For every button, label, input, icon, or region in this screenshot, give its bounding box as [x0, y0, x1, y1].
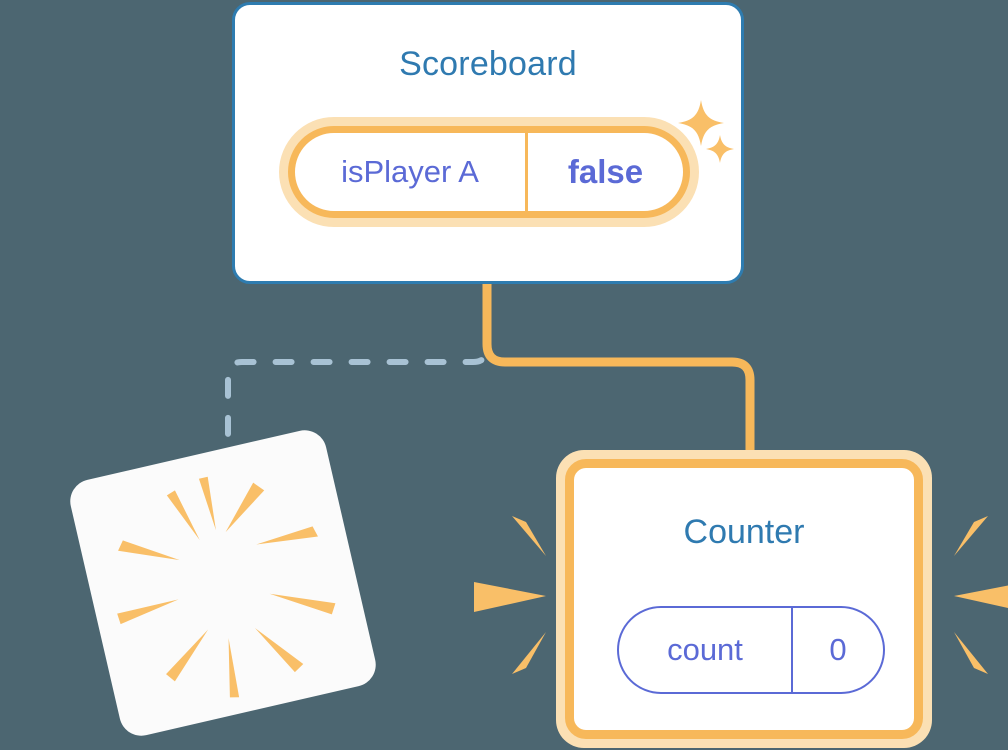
- spikes-right-icon: [954, 516, 1008, 674]
- counter-card[interactable]: Counter count 0: [556, 450, 932, 748]
- counter-card-inner: Counter count 0: [565, 459, 923, 739]
- scoreboard-pill-divider: [525, 133, 528, 211]
- scoreboard-card[interactable]: Scoreboard isPlayer A false: [232, 2, 744, 284]
- counter-property-pill[interactable]: count 0: [617, 606, 885, 694]
- scoreboard-title: Scoreboard: [399, 45, 577, 83]
- counter-property-key: count: [667, 632, 743, 667]
- spikes-left-icon: [474, 516, 546, 674]
- scoreboard-property-key: isPlayer A: [341, 154, 479, 189]
- scoreboard-property-pill[interactable]: isPlayer A false: [279, 117, 699, 227]
- counter-title: Counter: [683, 513, 805, 551]
- scoreboard-property-value: false: [567, 153, 644, 190]
- connector-solid-scoreboard-to-counter: [482, 284, 755, 470]
- tilted-blank-card[interactable]: [65, 425, 381, 741]
- scoreboard-property-pill-inner: isPlayer A false: [288, 126, 690, 218]
- sparkle-large-icon: [678, 100, 724, 146]
- counter-pill-divider: [791, 608, 793, 692]
- burst-rays-icon: [117, 476, 336, 698]
- counter-property-value: 0: [829, 632, 847, 667]
- sparkle-small-icon: [706, 135, 734, 163]
